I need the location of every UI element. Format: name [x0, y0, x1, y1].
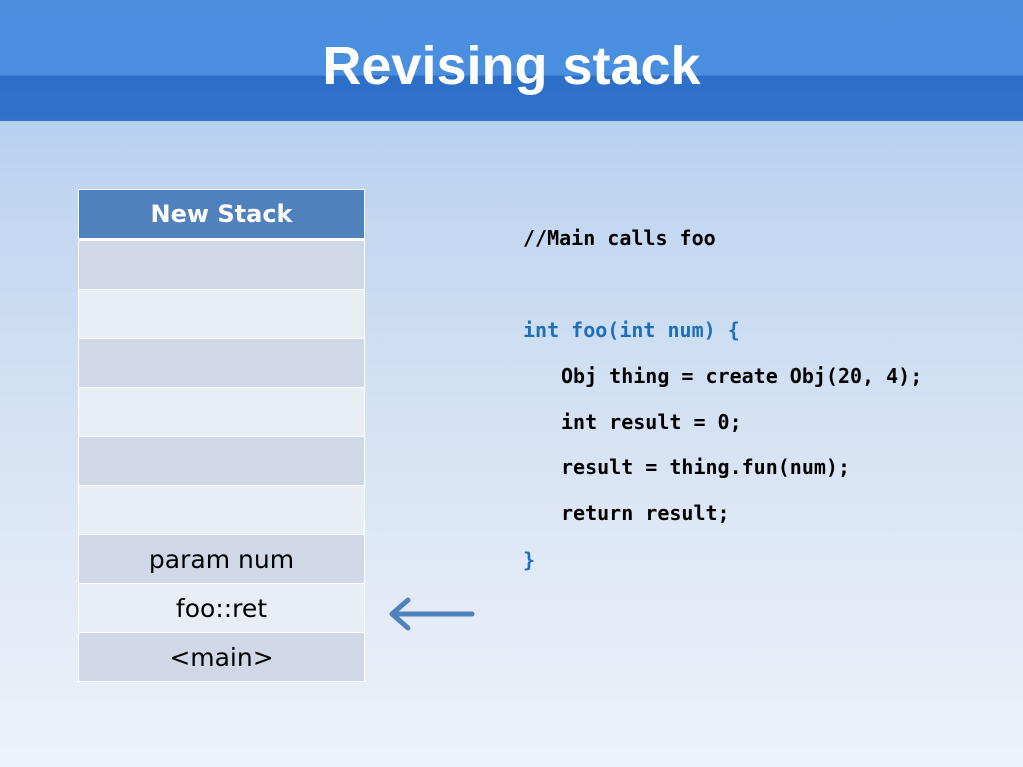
stack-cell: [78, 239, 365, 290]
stack-header: New Stack: [78, 189, 365, 241]
slide-title: Revising stack: [322, 36, 701, 96]
left-arrow-icon: [389, 597, 475, 631]
stack-cell: [78, 485, 365, 535]
stack-cell: [78, 436, 365, 486]
title-bar: [0, 0, 1023, 121]
code-signature-text: int foo(int num): [523, 318, 716, 342]
code-signature: int foo(int num) {: [523, 318, 740, 342]
code-line: Obj thing = create Obj(20, 4);: [561, 364, 923, 388]
stack-cell-main: <main>: [78, 632, 365, 682]
stack-cell-param-num: param num: [78, 534, 365, 584]
stack-cell: [78, 387, 365, 437]
code-line: result = thing.fun(num);: [561, 455, 850, 479]
code-line: int result = 0;: [561, 410, 742, 434]
code-close-brace: }: [523, 548, 536, 572]
stack-cell: [78, 338, 365, 388]
stack-table: New Stack param num foo::ret <main>: [78, 189, 365, 682]
stack-cell-foo-ret: foo::ret: [78, 583, 365, 633]
code-line: return result;: [561, 501, 730, 525]
stack-cell: [78, 289, 365, 339]
code-comment: //Main calls foo: [523, 226, 716, 250]
code-open-brace: {: [727, 318, 740, 342]
